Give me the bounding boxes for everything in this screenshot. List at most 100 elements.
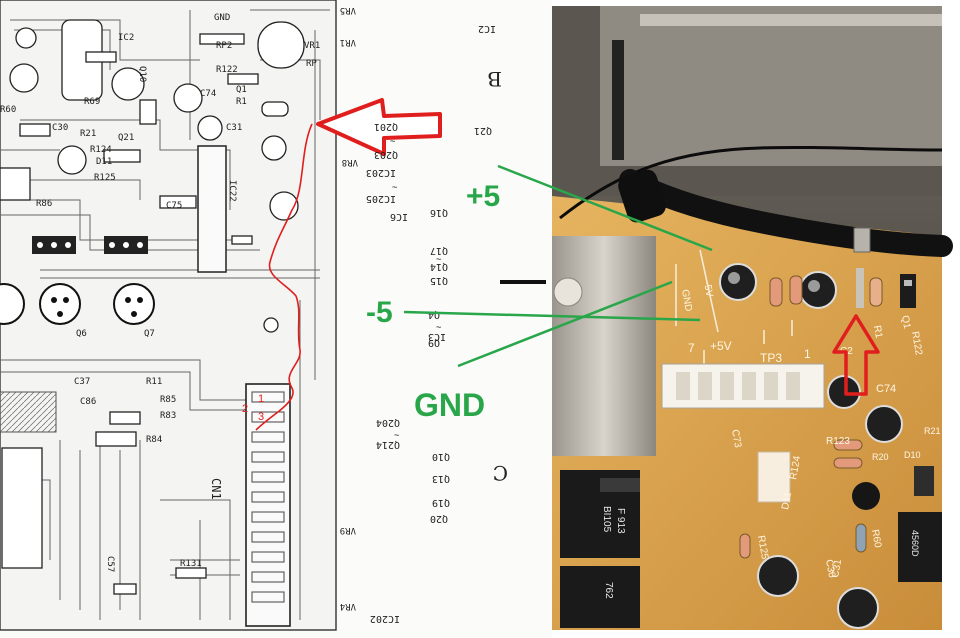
silk-r124: R124 xyxy=(788,455,803,481)
silk-pin-1: 1 xyxy=(804,347,811,361)
pcb-label-c30: C30 xyxy=(52,123,68,133)
leader-plus5 xyxy=(497,164,713,252)
photo-red-arrow xyxy=(832,314,880,396)
tilde-2: ~ xyxy=(392,183,398,193)
pcb-label-r86: R86 xyxy=(36,199,52,209)
vr-labels: VR5 VR1 VR8 VR9 VR4 xyxy=(340,5,358,611)
photo-resistors xyxy=(739,275,883,559)
pcb-label-c37: C37 xyxy=(74,377,90,387)
ref-ic3: IC3 xyxy=(428,331,446,342)
silk-plus5v: +5V xyxy=(710,339,732,353)
marking-f913: F 913 xyxy=(615,508,626,534)
pcb-label-cn1: CN1 xyxy=(209,478,223,500)
ref-q204: Q204 xyxy=(376,417,400,428)
pcb-label-gnd: GND xyxy=(214,13,230,23)
tilde-1: ~ xyxy=(390,137,396,147)
pcb-label-rp2: RP2 xyxy=(216,41,232,51)
ref-q19: Q19 xyxy=(432,497,450,508)
silk-r1: R1 xyxy=(871,325,884,340)
ref-q214: Q214 xyxy=(376,439,400,450)
tilde-5: ~ xyxy=(394,431,400,441)
voltage-annotations: +5 -5 GND xyxy=(366,164,713,423)
silk-r125: R125 xyxy=(755,535,770,561)
vr-label-vr9: VR9 xyxy=(340,525,356,535)
pcb-label-r125: R125 xyxy=(94,173,116,183)
pcb-components xyxy=(0,19,305,595)
silk-pin-7: 7 xyxy=(688,341,695,355)
ref-q16: Q16 xyxy=(430,207,448,218)
ref-q10: Q10 xyxy=(432,451,450,462)
pin-headers xyxy=(32,236,148,254)
reference-column: IC2 IC3 IC6 IC202 Q21 Q16 Q17 Q14 Q15 Q1… xyxy=(366,23,496,624)
pcb-label-r60: R60 xyxy=(0,105,16,115)
red-trace xyxy=(255,123,313,431)
component-markings: BI105 F 913 4560D 762 xyxy=(601,506,920,599)
vr-label-vr4: VR4 xyxy=(340,601,356,611)
silk-c31: C31 xyxy=(830,558,844,578)
leader-minus5 xyxy=(403,310,701,322)
ref-q17: Q17 xyxy=(430,245,448,256)
pcb-label-r124: R124 xyxy=(90,145,112,155)
ref-ic202: IC202 xyxy=(370,613,400,624)
ref-q9: Q9 xyxy=(428,337,440,348)
pcb-label-r21: R21 xyxy=(80,129,96,139)
ref-q15: Q15 xyxy=(430,275,448,286)
ref-q4: Q4 xyxy=(428,309,440,320)
ref-q21: Q21 xyxy=(474,125,492,136)
pcb-label-r1: R1 xyxy=(236,97,247,107)
pcb-label-vr1: VR1 xyxy=(304,41,320,51)
schematic-panel: GND IC2 RP2 R122 R1 C74 Q21 D11 R124 R12… xyxy=(0,0,546,631)
silk-c30: C30 xyxy=(823,559,837,579)
tilde-4: ~ xyxy=(436,323,442,333)
silk-q1: Q1 xyxy=(899,315,912,330)
pcb-labels: GND IC2 RP2 R122 R1 C74 Q21 D11 R124 R12… xyxy=(0,13,320,572)
pcb-label-q7: Q7 xyxy=(144,329,155,339)
marking-4560d: 4560D xyxy=(910,530,920,557)
ref-q13: Q13 xyxy=(432,473,450,484)
ref-ic203: IC203 xyxy=(366,167,396,178)
silk-gnd: GND xyxy=(679,289,694,313)
ref-ic6: IC6 xyxy=(390,211,408,222)
pcb-label-r131: R131 xyxy=(180,559,202,569)
pcb-label-ic22: IC22 xyxy=(227,180,237,202)
pcb-label-q21: Q21 xyxy=(118,133,134,143)
silk-r21: R21 xyxy=(924,426,941,436)
pcb-label-q1: Q1 xyxy=(236,85,247,95)
pcb-label-q10: Q10 xyxy=(137,66,147,82)
red-arrow xyxy=(316,98,442,156)
pcb-label-c75: C75 xyxy=(166,201,182,211)
connector-cn1 xyxy=(245,383,291,627)
pcb-label-d11: D11 xyxy=(96,157,112,167)
silk-r123: R123 xyxy=(826,436,850,447)
section-letter-b: B xyxy=(487,67,502,91)
pcb-label-c86: C86 xyxy=(80,397,96,407)
marking-bi105: BI105 xyxy=(601,506,612,533)
section-letter-c: C xyxy=(493,461,508,485)
pcb-label-c57: C57 xyxy=(105,556,115,572)
pcb-label-r122: R122 xyxy=(216,65,238,75)
black-wire xyxy=(559,145,943,220)
vr-label-vr8: VR8 xyxy=(342,157,358,167)
silk-d10: D10 xyxy=(904,450,921,460)
pcb-label-r84: R84 xyxy=(146,435,162,445)
photo-capacitors xyxy=(719,263,903,629)
silk-r122: R122 xyxy=(909,331,924,357)
pcb-label-rp: RP xyxy=(306,59,317,69)
label-minus5: -5 xyxy=(366,296,393,329)
connector-top xyxy=(197,145,227,273)
silk-c74: C74 xyxy=(876,383,896,395)
silk-d11: D11 xyxy=(780,491,794,511)
label-plus5: +5 xyxy=(466,180,500,213)
board-photo: GND -5V +5V 7 1 TP3 R1 Q1 C2 C74 R122 R1… xyxy=(552,6,953,630)
vr-label-vr1: VR1 xyxy=(340,37,356,47)
silk-minus5v: -5V xyxy=(701,281,715,299)
silk-c73: C73 xyxy=(729,429,743,449)
label-gnd: GND xyxy=(414,387,485,423)
ref-q14: Q14 xyxy=(430,261,448,272)
ref-ic205: IC205 xyxy=(366,193,396,204)
transistor-row xyxy=(0,283,155,325)
pcb-label-ic2: IC2 xyxy=(118,33,134,43)
ref-q20: Q20 xyxy=(430,513,448,524)
ref-ic2: IC2 xyxy=(478,23,496,34)
